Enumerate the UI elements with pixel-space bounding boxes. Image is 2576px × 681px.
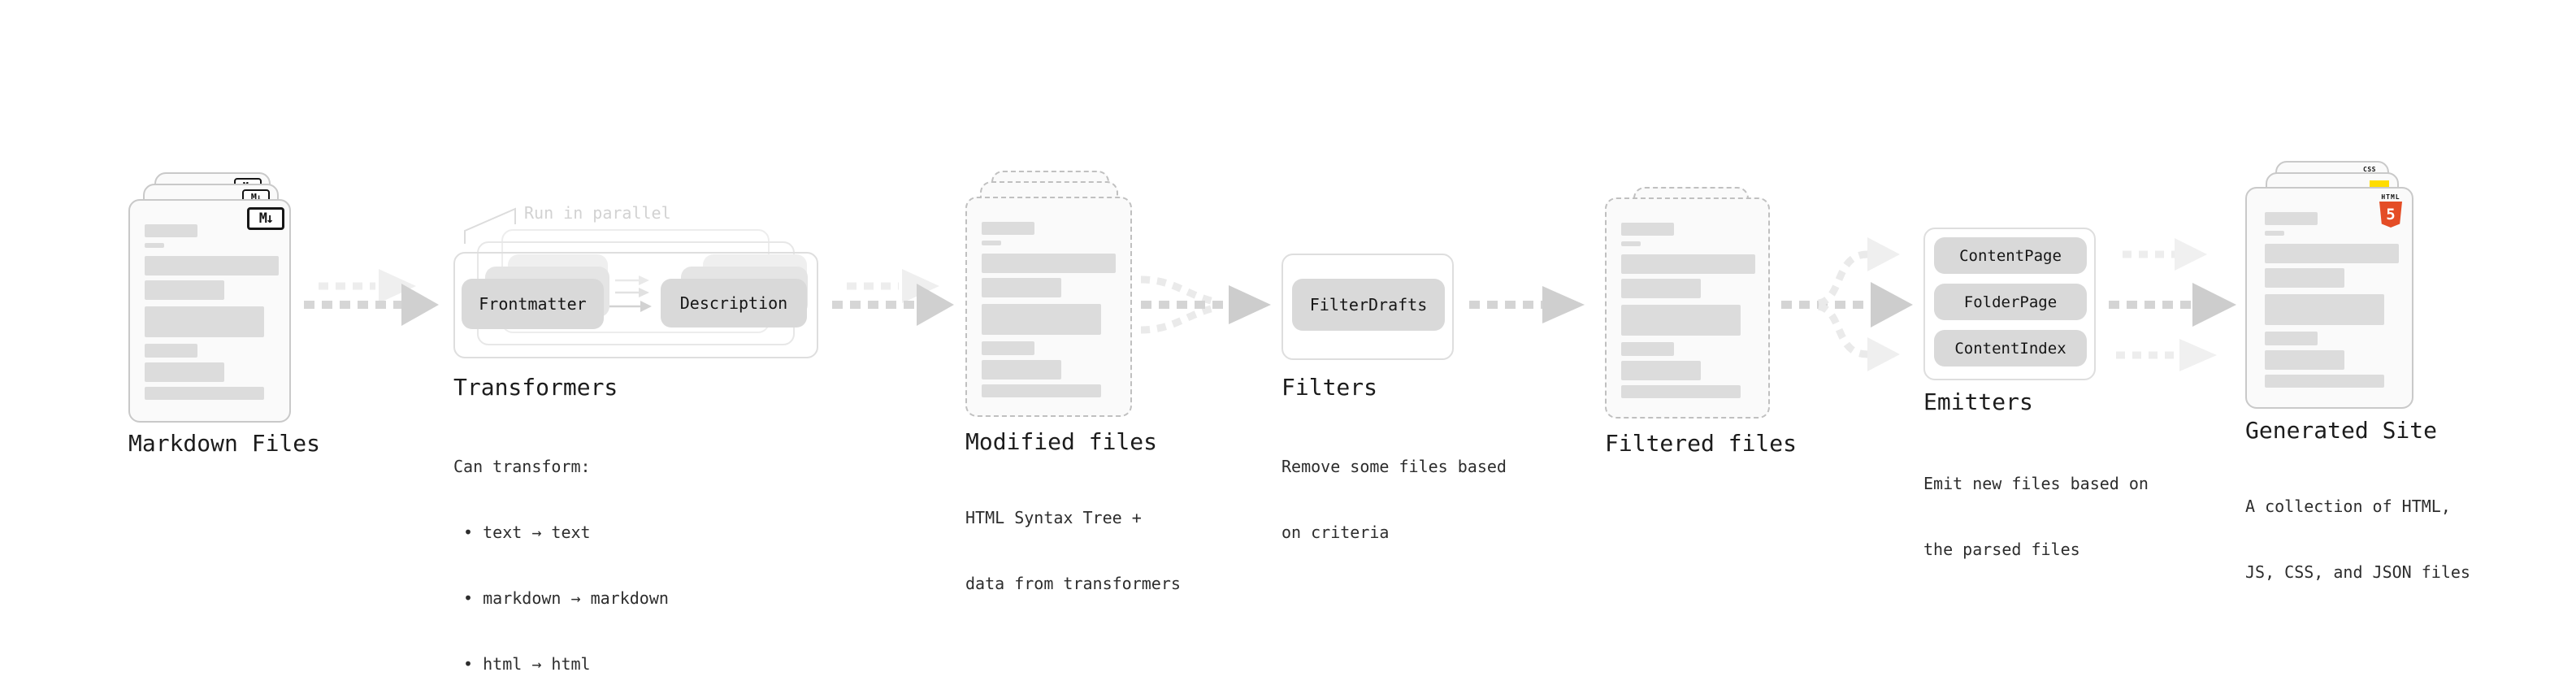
skeleton-bar: [1621, 241, 1641, 246]
skeleton-bar: [1621, 254, 1755, 274]
file-card-front: HTML 5: [2245, 187, 2413, 409]
caption-line: data from transformers: [965, 574, 1181, 593]
skeleton-bar: [145, 306, 264, 337]
skeleton-bar: [982, 222, 1034, 235]
skeleton-bar: [145, 256, 279, 275]
skeleton-bar: [2265, 268, 2344, 288]
stage-caption-generated-site: A collection of HTML, JS, CSS, and JSON …: [2245, 452, 2470, 627]
stage-label-transformers: Transformers: [453, 374, 618, 401]
skeleton-bar: [2265, 332, 2318, 345]
caption-line: Remove some files based: [1281, 457, 1507, 476]
skeleton-bar: [982, 254, 1116, 273]
chip-folderpage: FolderPage: [1934, 284, 2087, 320]
stage-label-filtered-files: Filtered files: [1605, 430, 1798, 457]
caption-line: HTML Syntax Tree +: [965, 508, 1142, 527]
caption-line: Can transform:: [453, 457, 591, 476]
stage-caption-transformers: Can transform: • text → text • markdown …: [453, 412, 669, 681]
html5-icon-shield: 5: [2379, 202, 2402, 228]
skeleton-bar: [2265, 294, 2384, 325]
caption-line: • html → html: [453, 654, 591, 674]
caption-line: on criteria: [1281, 523, 1390, 542]
markdown-icon: M↓: [247, 207, 284, 230]
skeleton-bar: [982, 304, 1101, 335]
caption-line: JS, CSS, and JSON files: [2245, 562, 2470, 582]
skeleton-bar: [2265, 244, 2399, 263]
arrow-emitters-to-site: [2109, 238, 2236, 371]
stage-caption-modified-files: HTML Syntax Tree + data from transformer…: [965, 463, 1181, 639]
skeleton-bar: [1621, 385, 1741, 398]
stage-label-modified-files: Modified files: [965, 428, 1158, 455]
skeleton-bar: [145, 344, 197, 358]
arrow-transformers-to-modified: [832, 269, 954, 326]
skeleton-bar: [982, 360, 1061, 380]
chip-description: Description: [661, 279, 807, 327]
chip-frontmatter: Frontmatter: [462, 279, 604, 329]
skeleton-bar: [2265, 212, 2318, 225]
chip-contentindex: ContentIndex: [1934, 330, 2087, 367]
caption-line: the parsed files: [1923, 540, 2080, 559]
caption-line: • markdown → markdown: [453, 588, 669, 608]
stage-label-markdown-files: Markdown Files: [128, 430, 321, 457]
html5-icon: HTML 5: [2379, 193, 2402, 228]
file-card-front: [1605, 197, 1770, 419]
skeleton-bar: [145, 224, 197, 237]
transformers-panel-front: [453, 252, 818, 358]
css-icon-word: CSS: [2363, 166, 2376, 173]
caption-line: A collection of HTML,: [2245, 497, 2451, 516]
skeleton-bar: [982, 384, 1101, 397]
skeleton-bar: [2265, 350, 2344, 370]
skeleton-bar: [1621, 223, 1674, 236]
file-card-front: [965, 197, 1132, 417]
chip-filterdrafts: FilterDrafts: [1292, 279, 1445, 331]
arrow-filters-to-filtered: [1469, 286, 1585, 323]
skeleton-bar: [1621, 305, 1741, 336]
skeleton-bar: [1621, 279, 1701, 298]
skeleton-bar: [1621, 342, 1674, 356]
stage-caption-emitters: Emit new files based on the parsed files: [1923, 429, 2149, 605]
html5-icon-word: HTML: [2381, 193, 2400, 201]
chip-contentpage: ContentPage: [1934, 237, 2087, 274]
file-card-front: M↓: [128, 199, 291, 423]
skeleton-bar: [2265, 375, 2384, 388]
skeleton-bar: [982, 341, 1034, 355]
run-in-parallel-annotation: Run in parallel: [524, 203, 671, 223]
skeleton-bar: [982, 241, 1001, 245]
skeleton-bar: [2265, 231, 2284, 236]
stage-label-generated-site: Generated Site: [2245, 417, 2438, 444]
arrow-markdown-to-transformers: [304, 269, 439, 326]
caption-line: Emit new files based on: [1923, 474, 2149, 493]
skeleton-bar: [145, 243, 164, 248]
skeleton-bar: [1621, 361, 1701, 380]
stage-label-emitters: Emitters: [1923, 388, 2033, 415]
caption-line: • text → text: [453, 523, 591, 542]
stage-caption-filters: Remove some files based on criteria: [1281, 412, 1507, 588]
skeleton-bar: [145, 362, 224, 382]
skeleton-bar: [982, 278, 1061, 297]
arrow-modified-to-filters: [1140, 275, 1271, 334]
skeleton-bar: [145, 387, 264, 400]
arrow-filtered-to-emitters: [1781, 237, 1913, 371]
stage-label-filters: Filters: [1281, 374, 1378, 401]
skeleton-bar: [145, 280, 224, 300]
